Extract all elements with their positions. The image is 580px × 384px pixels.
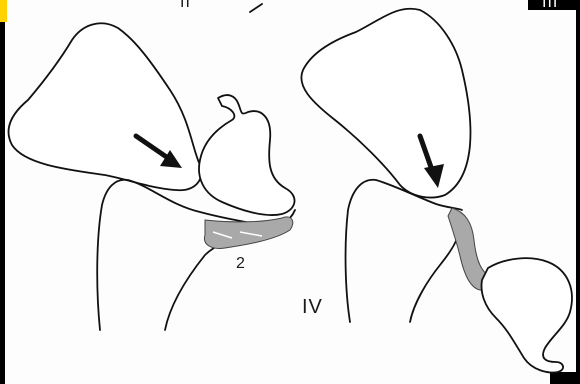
panel-ii-drawing [9, 4, 295, 330]
panel-label-iv: IV [302, 296, 323, 319]
tissue-band-2 [204, 217, 292, 248]
stroke-fragment [250, 4, 262, 12]
disc-left [199, 95, 295, 215]
panel-label-iii: III [542, 0, 558, 12]
panel-label-ii: II [180, 0, 191, 12]
condyle-right [301, 9, 470, 198]
disc-right [482, 258, 572, 372]
bone-right-inner [410, 228, 460, 322]
panel-iv-drawing [301, 9, 572, 373]
structure-label-2: 2 [236, 255, 245, 273]
bone-right [346, 180, 462, 322]
bone-left-inner [165, 238, 245, 330]
